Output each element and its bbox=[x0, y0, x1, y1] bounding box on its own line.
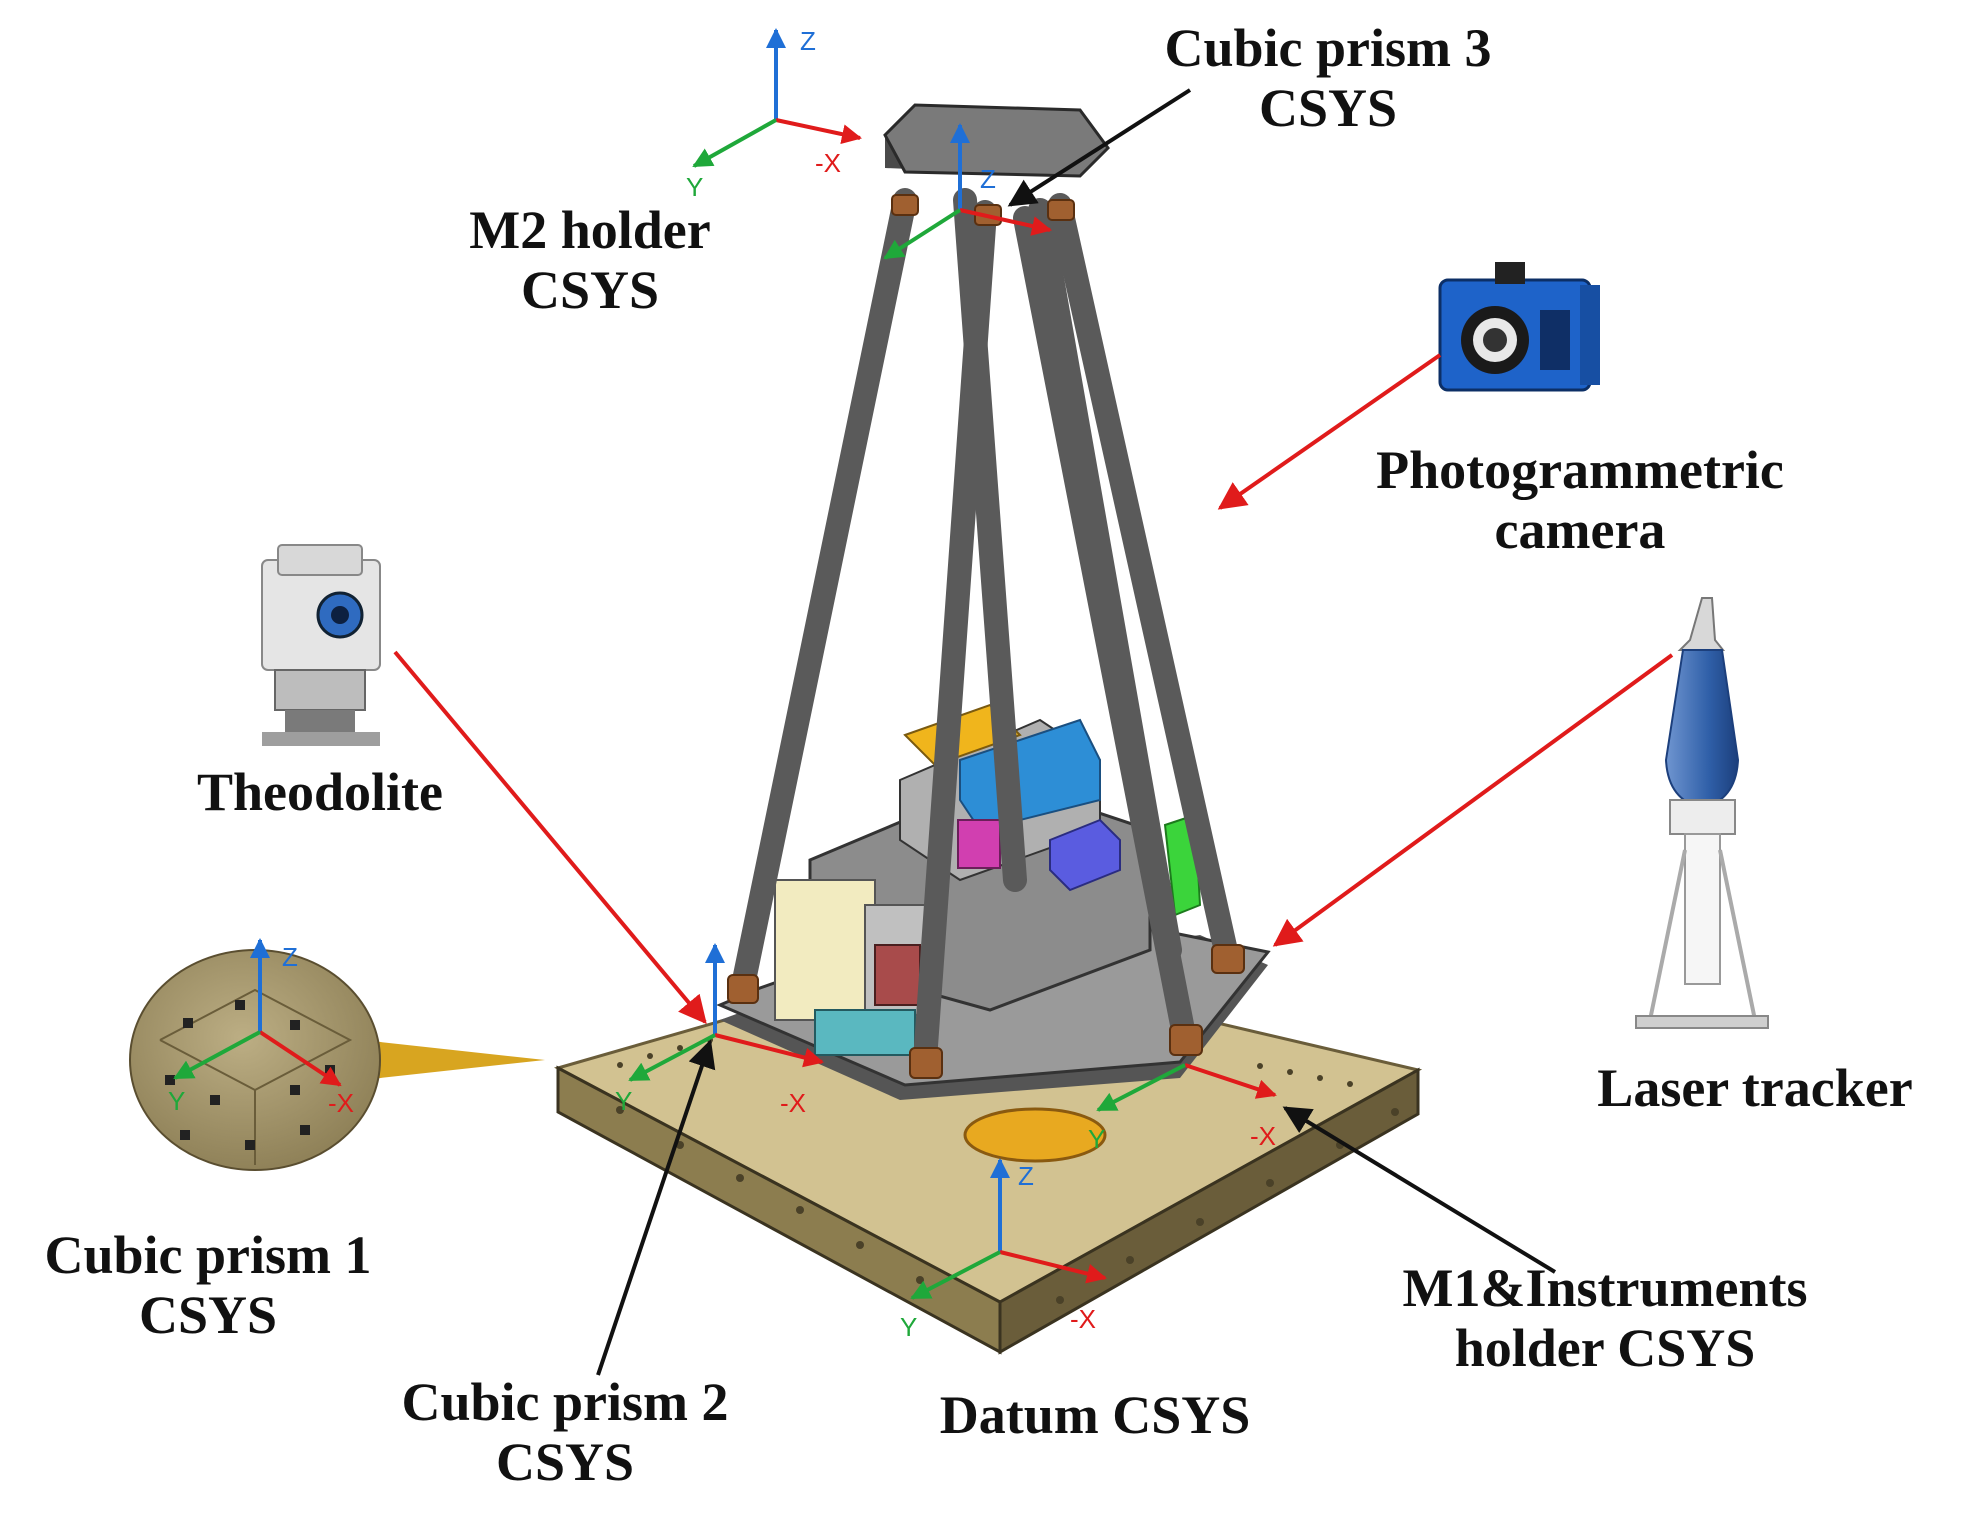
m1-y-label: Y bbox=[1088, 1124, 1105, 1154]
strut-joints bbox=[727, 194, 1245, 1079]
label-datum-line1: Datum CSYS bbox=[939, 1385, 1251, 1445]
cubic-prism-3-csys: Z bbox=[883, 123, 1052, 260]
label-m2-holder-line2: CSYS bbox=[520, 260, 660, 321]
label-cubic-prism-3-line1: Cubic prism 3 bbox=[1164, 18, 1492, 78]
label-photogrammetric-camera-line2: camera bbox=[1494, 500, 1666, 561]
datum-x-label: -X bbox=[1070, 1304, 1096, 1334]
prism-zoom-beam bbox=[362, 1040, 545, 1080]
label-datum: Datum CSYS bbox=[895, 1385, 1295, 1445]
label-m2-holder-line1: M2 holder bbox=[469, 200, 711, 260]
table-side-right bbox=[998, 1067, 1420, 1355]
photogrammetric-camera-icon bbox=[1438, 262, 1600, 392]
label-cubic-prism-1: Cubic prism 1 CSYS bbox=[8, 1225, 408, 1346]
instrument-cream-box bbox=[774, 879, 876, 1021]
cubic-prism-2-arrow bbox=[596, 1039, 716, 1376]
m2-holder-csys: Z -X Y bbox=[686, 26, 862, 202]
m2-x-label: -X bbox=[815, 148, 841, 178]
label-laser-tracker-line1: Laser tracker bbox=[1597, 1058, 1913, 1118]
label-theodolite: Theodolite bbox=[170, 762, 470, 822]
label-cubic-prism-3: Cubic prism 3 CSYS bbox=[1128, 18, 1528, 139]
label-cubic-prism-1-line1: Cubic prism 1 bbox=[44, 1225, 372, 1285]
cp2-x-label: -X bbox=[780, 1088, 806, 1118]
cp1-z-label: Z bbox=[282, 942, 298, 972]
m2-y-label: Y bbox=[686, 172, 703, 202]
instrument-purple-box bbox=[1049, 818, 1121, 892]
instrument-blue-box bbox=[959, 718, 1101, 832]
label-m1-instruments-holder-line2: holder CSYS bbox=[1454, 1318, 1756, 1379]
label-laser-tracker: Laser tracker bbox=[1555, 1058, 1955, 1118]
label-cubic-prism-2: Cubic prism 2 CSYS bbox=[365, 1372, 765, 1493]
table-left-side bbox=[558, 1068, 1000, 1352]
laser-tracker-arrow bbox=[1272, 653, 1674, 947]
laser-tracker-icon bbox=[1635, 597, 1769, 1029]
camera-arrow bbox=[1217, 353, 1442, 510]
label-photogrammetric-camera-line1: Photogrammetric bbox=[1376, 440, 1784, 500]
cp1-x-label: -X bbox=[328, 1088, 354, 1118]
theodolite-arrow bbox=[393, 650, 707, 1025]
truss-struts bbox=[730, 188, 1240, 1072]
instrument-teal-box bbox=[814, 1009, 916, 1056]
m2-holder bbox=[883, 103, 1110, 178]
label-photogrammetric-camera: Photogrammetric camera bbox=[1330, 440, 1830, 561]
instrument-magenta-box bbox=[957, 819, 1001, 869]
label-m2-holder: M2 holder CSYS bbox=[430, 200, 750, 321]
label-cubic-prism-1-line2: CSYS bbox=[138, 1285, 278, 1346]
cp2-y-label: Y bbox=[615, 1086, 632, 1116]
m1-x-label: -X bbox=[1250, 1121, 1276, 1151]
label-cubic-prism-3-line2: CSYS bbox=[1258, 78, 1398, 139]
label-theodolite-line1: Theodolite bbox=[196, 762, 443, 822]
label-cubic-prism-2-line1: Cubic prism 2 bbox=[401, 1372, 729, 1432]
instrument-red-box bbox=[874, 944, 921, 1006]
m1-holder-csys: -X Y bbox=[1088, 1063, 1277, 1154]
cubic-prism-icon bbox=[129, 949, 545, 1171]
datum-y-label: Y bbox=[900, 1312, 917, 1342]
cubic-prism-3-arrow bbox=[1007, 88, 1192, 207]
m2-z-label: Z bbox=[800, 26, 816, 56]
theodolite-icon bbox=[261, 544, 381, 746]
label-m1-instruments-holder: M1&Instruments holder CSYS bbox=[1355, 1258, 1855, 1379]
datum-z-label: Z bbox=[1018, 1161, 1034, 1191]
pointer-arrows bbox=[393, 88, 1674, 1376]
cubic-prism-1-csys: Z -X Y bbox=[168, 938, 354, 1118]
instrument-block bbox=[774, 703, 1202, 1056]
datum-csys: Z -X Y bbox=[900, 1158, 1107, 1342]
label-m1-instruments-holder-line1: M1&Instruments bbox=[1402, 1258, 1808, 1318]
mount-disk bbox=[963, 1107, 1107, 1163]
cp1-y-label: Y bbox=[168, 1086, 185, 1116]
m1-holder-arrow bbox=[1282, 1106, 1557, 1274]
label-cubic-prism-2-line2: CSYS bbox=[495, 1432, 635, 1493]
cp3-z-label: Z bbox=[980, 164, 996, 194]
